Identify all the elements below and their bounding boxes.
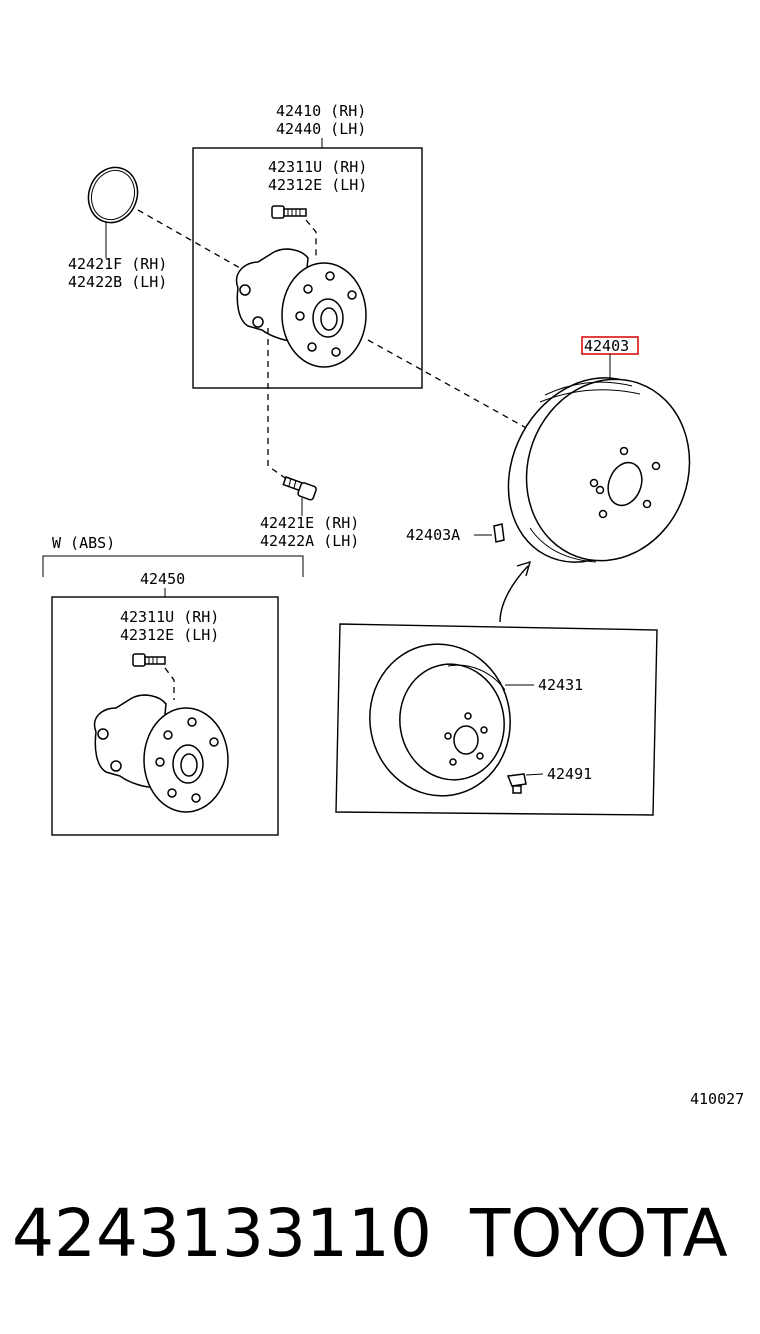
hubbolt-dash-line [267, 328, 289, 481]
bolt-abs-leader [164, 667, 175, 700]
label-seal-rh[interactable]: 42421F (RH) [68, 255, 167, 273]
bolt-icon [132, 653, 166, 667]
diagram-number: 410027 [690, 1090, 744, 1108]
abs-hub-bearing-icon [93, 694, 229, 813]
grease-seal-icon [87, 166, 139, 224]
plug-icon [493, 523, 505, 543]
label-bolt-top-rh[interactable]: 42311U (RH) [268, 158, 367, 176]
label-drum[interactable]: 42403 [584, 337, 629, 355]
label-disc-screw[interactable]: 42491 [547, 765, 592, 783]
alternate-arrow-head [516, 560, 532, 577]
label-hubbolt-lh[interactable]: 42422A (LH) [260, 532, 359, 550]
abs-bracket [42, 555, 304, 577]
label-hub-rh[interactable]: 42410 (RH) [276, 102, 366, 120]
label-bolt-abs-rh[interactable]: 42311U (RH) [120, 608, 219, 626]
hub-assembly-box [192, 147, 423, 389]
footer-part-number: 4243133110 [12, 1195, 432, 1272]
disc-screw-leader [525, 773, 544, 776]
disc-screw-icon [506, 773, 527, 794]
label-bolt-abs-lh[interactable]: 42312E (LH) [120, 626, 219, 644]
brake-drum-icon [507, 377, 691, 563]
disc-box [335, 623, 658, 816]
label-hub-lh[interactable]: 42440 (LH) [276, 120, 366, 138]
alternate-arrow [499, 565, 529, 623]
bolt-leader [305, 219, 317, 256]
disc-rotor-icon [369, 643, 511, 797]
seal-dash-line [137, 209, 241, 269]
label-bolt-top-lh[interactable]: 42312E (LH) [268, 176, 367, 194]
label-hub-abs[interactable]: 42450 [140, 570, 185, 588]
hub-bolt-icon [282, 476, 317, 501]
hub-bearing-icon [235, 248, 367, 368]
label-seal-lh[interactable]: 42422B (LH) [68, 273, 167, 291]
hub-drum-dash-line [367, 339, 531, 431]
label-hubbolt-rh[interactable]: 42421E (RH) [260, 514, 359, 532]
label-abs-variant: W (ABS) [52, 534, 115, 552]
bolt-icon [271, 205, 307, 219]
footer-brand: TOYOTA [469, 1195, 728, 1272]
label-plug[interactable]: 42403A [406, 526, 460, 544]
abs-hub-box [51, 596, 279, 836]
label-disc[interactable]: 42431 [538, 676, 583, 694]
